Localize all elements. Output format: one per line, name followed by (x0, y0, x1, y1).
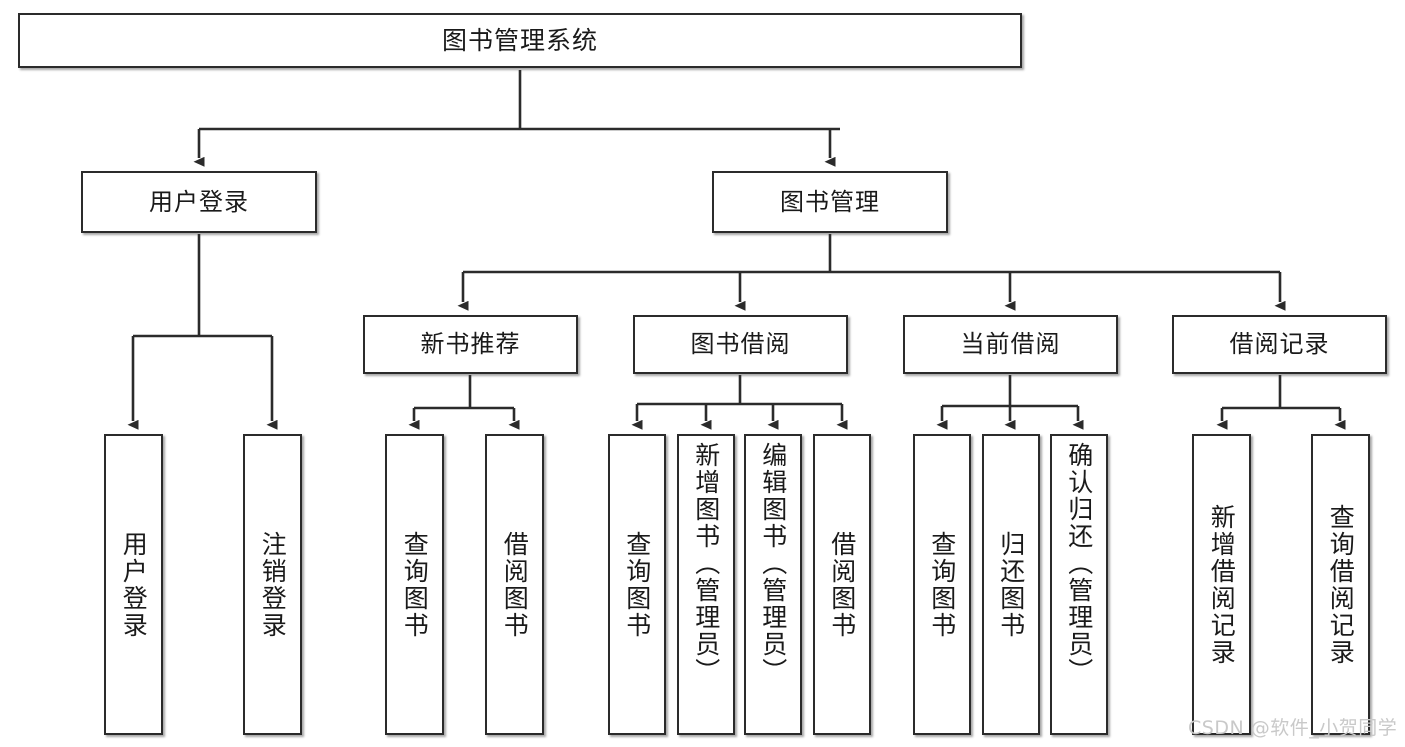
leaf-text-wrap: 确认归还（管理员） (1052, 436, 1106, 739)
leaf-text-wrap: 归还图书 (984, 436, 1038, 733)
csdn-watermark: CSDN @软件_小贺同学 (1188, 717, 1398, 739)
leaf-text-wrap: 借阅图书 (487, 436, 542, 733)
leaf-text-wrap: 查询图书 (387, 436, 442, 733)
leaf-return-book[interactable]: 归还图书 (982, 434, 1040, 735)
node-current-borrow[interactable]: 当前借阅 (903, 315, 1118, 374)
leaf-text-wrap: 新增借阅记录 (1194, 436, 1249, 733)
leaf-query-borrow-record[interactable]: 查询借阅记录 (1311, 434, 1370, 735)
leaf-label: 注销登录 (258, 530, 288, 639)
node-label: 新书推荐 (420, 330, 521, 359)
node-label: 用户登录 (149, 187, 249, 216)
leaf-borrow-book-new[interactable]: 借阅图书 (485, 434, 544, 735)
leaf-text-wrap: 借阅图书 (815, 436, 869, 733)
leaf-edit-book-admin[interactable]: 编辑图书（管理员） (744, 434, 802, 735)
leaf-logout[interactable]: 注销登录 (243, 434, 302, 735)
node-new-book-recommend[interactable]: 新书推荐 (363, 315, 578, 374)
leaf-label: 查询图书 (927, 530, 957, 639)
node-root-system[interactable]: 图书管理系统 (18, 13, 1022, 68)
leaf-label: 查询图书 (400, 530, 430, 639)
leaf-add-book-admin[interactable]: 新增图书（管理员） (677, 434, 735, 735)
leaf-query-book-current[interactable]: 查询图书 (913, 434, 971, 735)
node-book-borrow[interactable]: 图书借阅 (633, 315, 848, 374)
leaf-label: 新增借阅记录 (1207, 503, 1237, 666)
node-label: 当前借阅 (960, 330, 1061, 359)
node-book-management[interactable]: 图书管理 (712, 171, 948, 233)
leaf-text-wrap: 查询图书 (915, 436, 969, 733)
leaf-label: 确认归还（管理员） (1064, 442, 1094, 685)
leaf-label: 借阅图书 (500, 530, 530, 639)
leaf-text-wrap: 注销登录 (245, 436, 300, 733)
leaf-label: 查询借阅记录 (1326, 503, 1356, 666)
leaf-query-book-new[interactable]: 查询图书 (385, 434, 444, 735)
leaf-label: 编辑图书（管理员） (758, 442, 788, 685)
leaf-label: 用户登录 (119, 530, 149, 639)
leaf-user-login[interactable]: 用户登录 (104, 434, 163, 735)
leaf-confirm-return-admin[interactable]: 确认归还（管理员） (1050, 434, 1108, 735)
leaf-label: 新增图书（管理员） (691, 442, 721, 685)
leaf-text-wrap: 查询借阅记录 (1313, 436, 1368, 733)
node-label: 借阅记录 (1229, 330, 1330, 359)
node-label: 图书借阅 (690, 330, 791, 359)
leaf-text-wrap: 编辑图书（管理员） (746, 436, 800, 739)
leaf-label: 借阅图书 (827, 530, 857, 639)
leaf-text-wrap: 新增图书（管理员） (679, 436, 733, 739)
node-label: 图书管理 (780, 187, 880, 216)
leaf-add-borrow-record[interactable]: 新增借阅记录 (1192, 434, 1251, 735)
leaf-borrow-book[interactable]: 借阅图书 (813, 434, 871, 735)
leaf-text-wrap: 用户登录 (106, 436, 161, 733)
node-label: 图书管理系统 (441, 25, 598, 55)
leaf-query-book-borrow[interactable]: 查询图书 (608, 434, 666, 735)
leaf-label: 查询图书 (622, 530, 652, 639)
node-user-login[interactable]: 用户登录 (81, 171, 317, 233)
leaf-label: 归还图书 (996, 530, 1026, 639)
leaf-text-wrap: 查询图书 (610, 436, 664, 733)
node-borrow-record[interactable]: 借阅记录 (1172, 315, 1387, 374)
